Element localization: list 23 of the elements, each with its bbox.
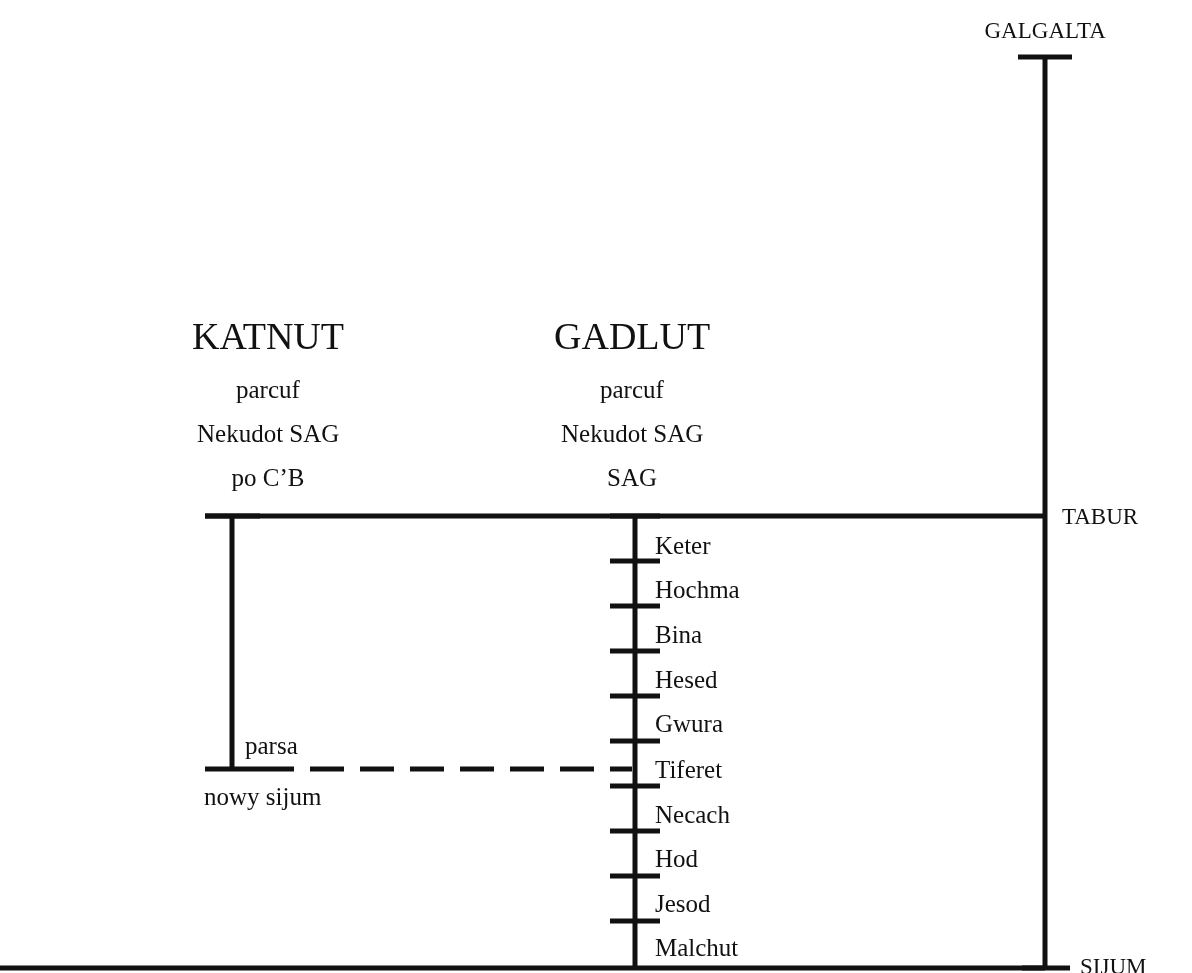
heading-label: GADLUT [554,317,711,355]
sefira-label: Hod [655,845,699,871]
level-label: SIJUM [1080,954,1147,973]
sefira-label: Bina [655,621,703,647]
text-label: Nekudot SAG [561,420,704,446]
sefira-label: Malchut [655,934,739,960]
sefira-label: Tiferet [655,756,723,782]
text-label: parcuf [600,376,664,402]
sefira-label: Keter [655,532,711,558]
sefira-label: Necach [655,801,730,827]
text-label: parcuf [236,376,300,402]
sefira-label: Hochma [655,576,740,602]
sefira-label: Jesod [655,890,711,916]
heading-label: KATNUT [192,317,344,355]
level-label: TABUR [1062,504,1139,528]
text-label: nowy sijum [204,783,322,809]
text-label: SAG [607,464,657,490]
sefira-label: Gwura [655,710,724,736]
text-label: po C’B [231,464,305,490]
text-label: parsa [245,732,298,758]
sefira-label: Hesed [655,666,718,692]
text-label: Nekudot SAG [197,420,340,446]
heading-label: GALGALTA [984,18,1106,42]
